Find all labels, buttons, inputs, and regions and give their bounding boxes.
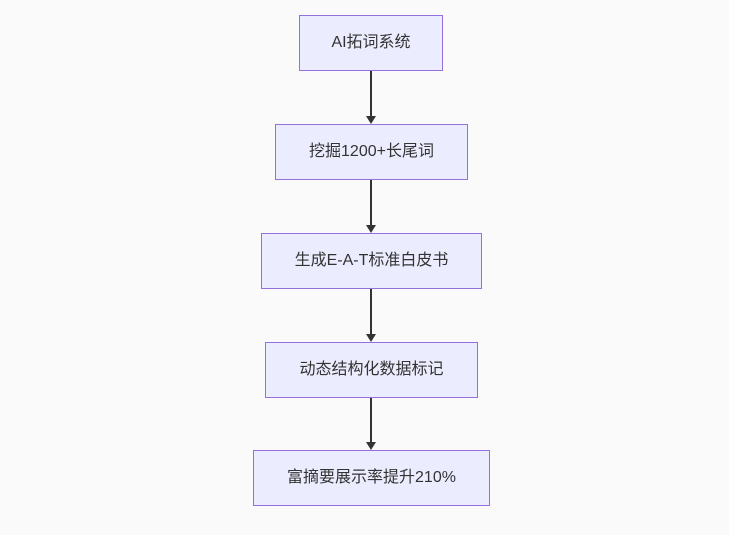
flow-node-label: 生成E-A-T标准白皮书 — [294, 252, 449, 269]
arrow-line — [370, 180, 372, 225]
flow-node-eat-whitepaper: 生成E-A-T标准白皮书 — [261, 233, 482, 289]
arrowhead-down-icon — [366, 116, 376, 124]
flow-node-label: 挖掘1200+长尾词 — [309, 143, 434, 160]
flow-node-label: AI拓词系统 — [331, 34, 411, 51]
arrow-line — [370, 71, 372, 116]
flow-node-ai-keyword-system: AI拓词系统 — [299, 15, 443, 71]
arrowhead-down-icon — [366, 442, 376, 450]
arrow-line — [370, 289, 372, 334]
flow-node-label: 动态结构化数据标记 — [299, 361, 444, 378]
flow-node-longtail-mining: 挖掘1200+长尾词 — [275, 124, 468, 180]
flow-node-label: 富摘要展示率提升210% — [287, 469, 456, 486]
flow-node-rich-snippet-result: 富摘要展示率提升210% — [253, 450, 490, 506]
flow-arrow-4 — [366, 398, 376, 450]
flow-arrow-2 — [366, 180, 376, 233]
arrow-line — [370, 398, 372, 442]
arrowhead-down-icon — [366, 334, 376, 342]
flow-arrow-3 — [366, 289, 376, 342]
flow-node-structured-data-markup: 动态结构化数据标记 — [265, 342, 478, 398]
arrowhead-down-icon — [366, 225, 376, 233]
flow-arrow-1 — [366, 71, 376, 124]
